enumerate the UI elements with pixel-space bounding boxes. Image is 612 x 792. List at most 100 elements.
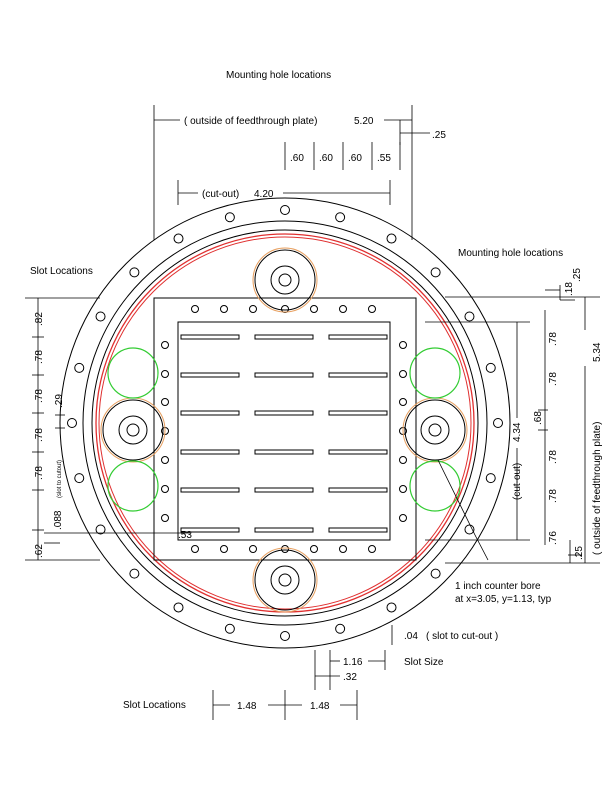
bolt-hole [129,568,140,579]
dim-60-a: .60 [290,153,304,164]
bolt-hole [485,362,496,373]
slot [328,449,388,455]
outside-plate-right-label: ( outside of feedthrough plate) [592,422,603,555]
plate-hole [220,305,228,313]
slot [328,372,388,378]
outside-plate-top-value: 5.20 [354,116,374,127]
dim-55: .55 [377,153,391,164]
slot-size-label: Slot Size [404,657,444,668]
dim-18-right: .18 [564,282,575,296]
dim-088: .088 [53,510,64,530]
dim-148-a: 1.48 [237,701,257,712]
dim-68-right: .68 [533,411,544,425]
plate-hole [368,305,376,313]
slot [180,449,240,455]
dim-60-c: .60 [348,153,362,164]
dim-32: .32 [343,672,357,683]
plate-hole [191,305,199,313]
slot [180,372,240,378]
plate-hole [399,370,407,378]
bolt-hole [224,623,235,634]
slot [180,527,240,533]
plate-hole [399,398,407,406]
slot [254,449,314,455]
dim-78-right-c: .78 [548,450,559,464]
slots [180,334,388,533]
bolt-hole [280,631,290,641]
plate-hole [310,305,318,313]
bolt-hole [95,524,106,535]
plate-hole [191,545,199,553]
plate-hole [220,545,228,553]
dim-76-right: .76 [548,531,559,545]
slot [328,334,388,340]
dim-62-left: .62 [34,544,45,558]
bolt-hole [74,362,85,373]
green-circles [107,347,461,512]
bolt-hole [464,524,475,535]
cutout-top-value: 4.20 [254,189,274,200]
bolt-hole [129,267,140,278]
plate-hole [399,341,407,349]
slot [328,410,388,416]
plate-holes [161,305,407,553]
plate-hole [368,545,376,553]
dim-82-left: .82 [34,312,45,326]
flange-bolt-holes [67,205,503,641]
bolt-hole [386,233,397,244]
bolt-hole [280,205,290,215]
bolt-hole [335,212,346,223]
cutout-top-label: (cut-out) [202,189,239,200]
dim-60-b: .60 [319,153,333,164]
outside-plate-right-value: 5.34 [592,342,603,362]
slot [180,334,240,340]
dim-25-right-bottom: .25 [574,546,585,560]
bolt-hole [335,623,346,634]
dim-78-left-d: .78 [34,466,45,480]
slot-to-cutout-small: (slot to cutout) [57,460,63,498]
mounting-holes-title-top: Mounting hole locations [226,70,331,81]
bolt-hole [386,602,397,613]
counter-bore-note-line2: at x=3.05, y=1.13, typ [455,594,552,605]
bolt-hole [464,311,475,322]
plate-hole [161,514,169,522]
plate-hole [281,545,289,553]
bolt-hole [67,418,77,428]
plate-hole [339,545,347,553]
cutout-outline [177,321,391,541]
red-ring [95,233,475,613]
dim-78-left-c: .78 [34,428,45,442]
slot [254,527,314,533]
dim-78-left-b: .78 [34,389,45,403]
dimension-lines [25,105,600,720]
slot [254,334,314,340]
dim-04: .04 [404,631,418,642]
plate-hole [339,305,347,313]
bolt-hole [485,473,496,484]
plate-hole [161,341,169,349]
dim-25-top: .25 [432,130,446,141]
cutout-right-value: 4.34 [512,422,523,442]
bolt-hole [95,311,106,322]
bolt-hole [493,418,503,428]
slot [254,410,314,416]
slot [180,487,240,493]
plate-hole [399,485,407,493]
dim-116: 1.16 [343,657,363,668]
plate-hole [161,398,169,406]
mounting-holes-title-right: Mounting hole locations [458,248,563,259]
slot [254,487,314,493]
slot-locations-title-bottom: Slot Locations [123,700,186,711]
plate-hole [310,545,318,553]
dim-78-right-a: .78 [548,332,559,346]
outside-plate-top-label: ( outside of feedthrough plate) [184,116,317,127]
bolt-hole [173,602,184,613]
counter-bore-note-line1: 1 inch counter bore [455,581,541,592]
dim-78-left-a: .78 [34,350,45,364]
bolt-hole [224,212,235,223]
plate-hole [161,456,169,464]
slot-locations-title-left: Slot Locations [30,266,93,277]
feedthrough-plate-outline [153,297,417,561]
cutout-right-label: (cut-out) [512,463,523,500]
